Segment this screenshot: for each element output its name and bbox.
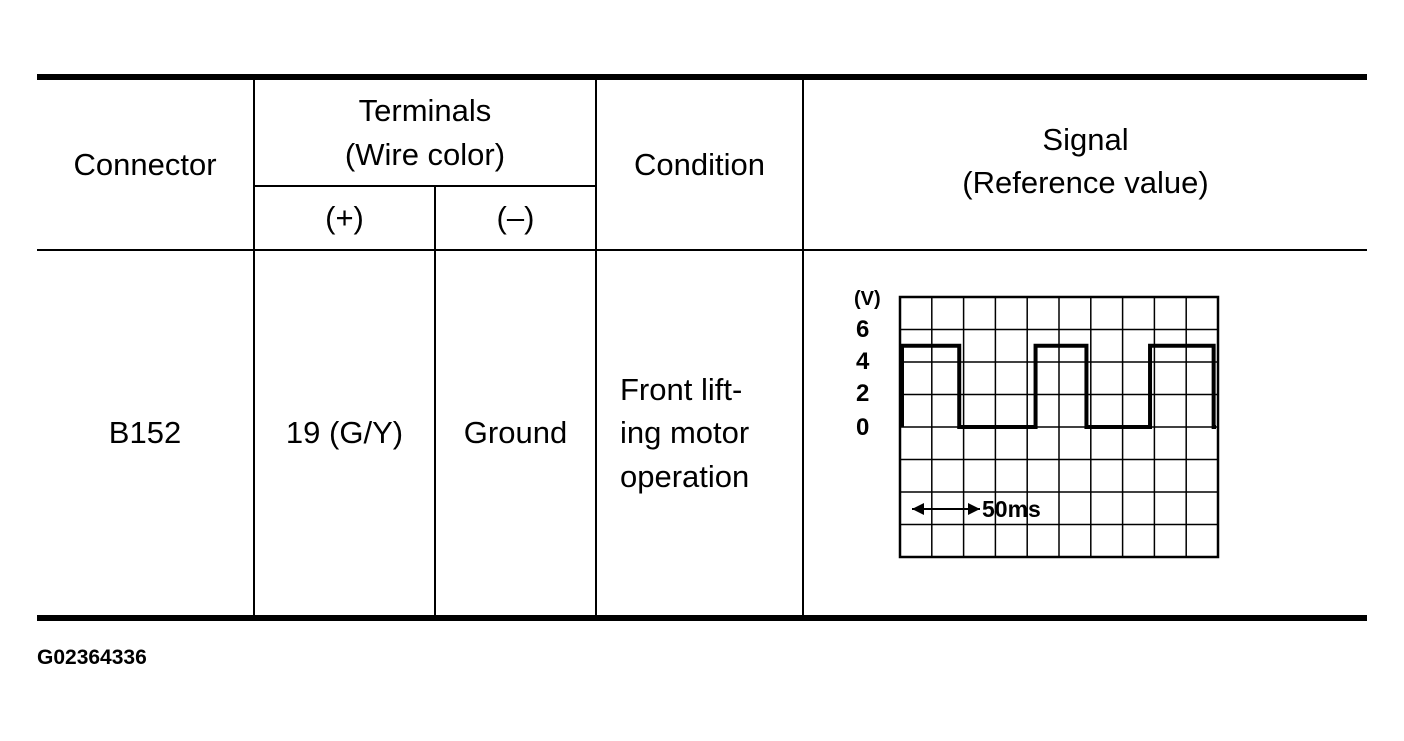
scope-grid xyxy=(900,297,1218,557)
row-plus-terminal: 19 (G/Y) xyxy=(255,251,434,615)
header-terminals-line2: (Wire color) xyxy=(344,136,506,172)
y-tick-2: 2 xyxy=(856,380,869,407)
header-condition: Condition xyxy=(597,80,802,249)
row-condition-line3: operation xyxy=(620,458,750,494)
signal-waveform-figure: (V) 6 4 2 0 50ms xyxy=(854,288,1220,559)
row-minus-terminal-value: Ground xyxy=(463,415,568,451)
row-connector-value: B152 xyxy=(108,415,182,451)
row-connector: B152 xyxy=(37,251,253,615)
y-tick-4: 4 xyxy=(856,348,870,375)
time-scale-indicator: 50ms xyxy=(912,496,1041,522)
header-signal-line1: Signal xyxy=(1042,122,1129,157)
y-tick-6: 6 xyxy=(856,316,869,343)
row-condition-line1: Front lift- xyxy=(620,371,743,407)
figure-id: G02364336 xyxy=(37,646,147,669)
header-terminals-line1: Terminals xyxy=(358,93,492,129)
row-minus-terminal: Ground xyxy=(436,251,595,615)
column-divider-1 xyxy=(253,80,255,615)
row-condition-line2: ing motor xyxy=(620,415,750,451)
header-condition-label: Condition xyxy=(634,146,765,182)
column-divider-2 xyxy=(434,186,436,615)
header-signal: Signal (Reference value) xyxy=(804,80,1367,249)
table-top-rule xyxy=(37,74,1367,80)
header-plus-label: (+) xyxy=(325,200,364,236)
row-plus-terminal-value: 19 (G/Y) xyxy=(285,415,404,451)
header-terminals: Terminals (Wire color) xyxy=(255,80,595,185)
column-divider-3 xyxy=(595,80,597,615)
header-minus-label: (–) xyxy=(496,200,535,236)
header-plus: (+) xyxy=(255,187,434,249)
voltage-unit-label: (V) xyxy=(854,288,881,310)
header-minus: (–) xyxy=(436,187,595,249)
arrow-left-icon xyxy=(912,503,924,515)
time-scale-label: 50ms xyxy=(982,496,1041,522)
column-divider-4 xyxy=(802,80,804,615)
table-header-divider xyxy=(37,249,1367,251)
arrow-right-icon xyxy=(968,503,980,515)
table-bottom-rule xyxy=(37,615,1367,621)
header-connector: Connector xyxy=(37,80,253,249)
waveform-trace xyxy=(900,343,1216,429)
header-connector-label: Connector xyxy=(73,146,217,182)
y-tick-0: 0 xyxy=(856,414,869,441)
row-condition: Front lift- ing motor operation xyxy=(620,251,800,615)
terminals-subheader-divider xyxy=(254,185,596,187)
header-signal-line2: (Reference value) xyxy=(962,165,1209,201)
